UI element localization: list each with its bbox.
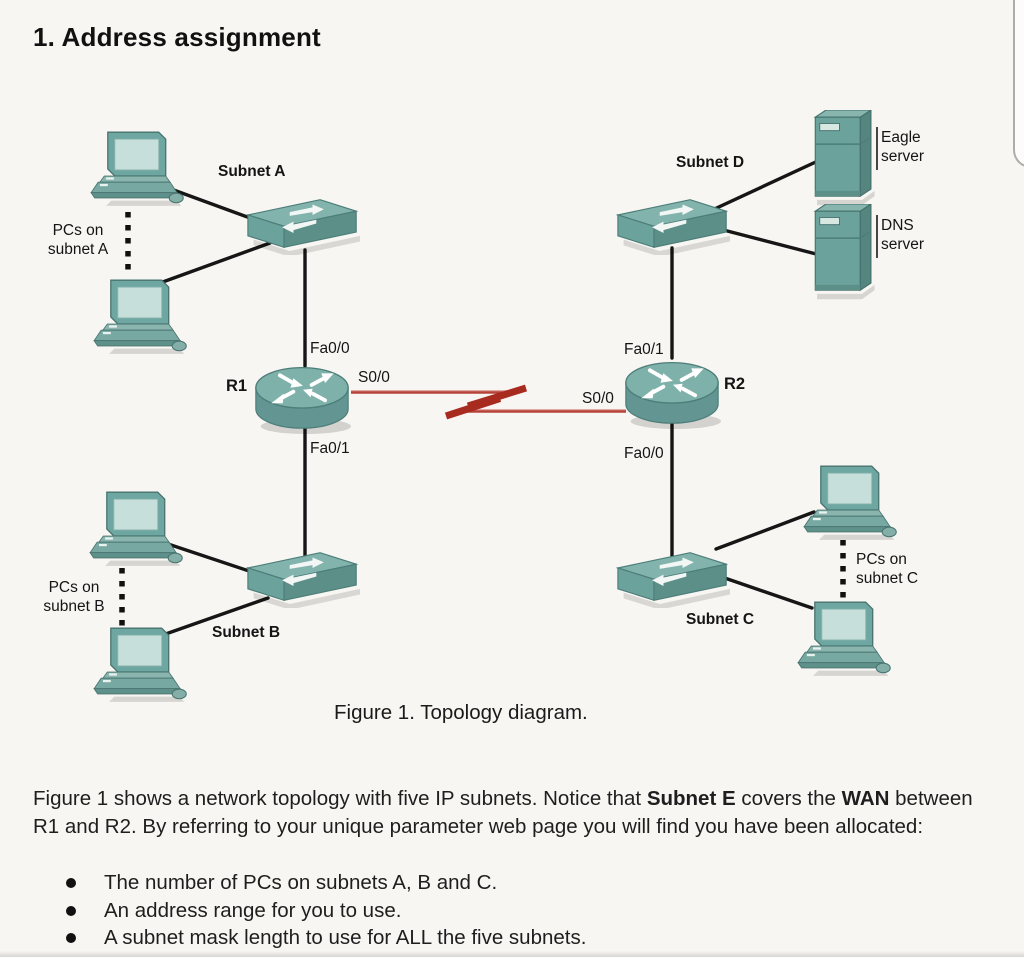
figure-caption: Figure 1. Topology diagram. [334, 701, 588, 724]
subnet-e-bold: Subnet E [646, 787, 736, 810]
subnet-a-label: Subnet A [218, 163, 286, 180]
subnet-b-label: Subnet B [212, 624, 281, 641]
list-item: The number of PCs on subnets A, B and C. [66, 869, 966, 897]
pc-icon-subnet-a-1 [90, 131, 184, 207]
wan-bold: WAN [841, 787, 890, 810]
wan-serial-link [351, 384, 626, 420]
r2-fa00-interface-label: Fa0/0 [624, 445, 664, 462]
router-icon-r2 [623, 360, 722, 431]
r2-fa01-interface-label: Fa0/1 [624, 341, 664, 358]
subnet-d-label: Subnet D [676, 154, 745, 171]
bullet-icon [66, 905, 76, 916]
more-pcs-dotted-lines [119, 212, 846, 632]
eagle-server-label: Eagle server [881, 129, 925, 165]
pc-icon-subnet-c-1 [803, 465, 897, 541]
pc-icon-subnet-a-2 [93, 279, 187, 355]
r1-fa01-interface-label: Fa0/1 [310, 440, 350, 457]
switch-icon-subnet-d [617, 199, 730, 255]
switch-icon-subnet-a [247, 199, 360, 255]
pcs-on-subnet-c-label: PCs on subnet C [856, 551, 919, 587]
router-r1-label: R1 [226, 377, 248, 395]
overlay-card-edge [1013, 0, 1024, 168]
switch-icon-subnet-b [247, 552, 360, 608]
server-icon-dns [814, 204, 876, 300]
switch-icon-subnet-c [617, 552, 730, 608]
topology-diagram [89, 110, 897, 703]
server-icon-eagle [814, 110, 876, 206]
body-paragraph: Figure 1 shows a network topology with f… [33, 787, 973, 838]
page-title: 1. Address assignment [33, 22, 321, 52]
pcs-on-subnet-b-label: PCs on subnet B [43, 579, 105, 615]
pc-icon-subnet-b-1 [89, 491, 183, 567]
subnet-c-label: Subnet C [686, 611, 755, 628]
list-item: A subnet mask length to use for ALL the … [66, 924, 966, 952]
bullet-icon [66, 933, 76, 943]
allocation-bullet-list: The number of PCs on subnets A, B and C.… [66, 869, 966, 952]
ethernet-links [158, 158, 822, 638]
r1-s00-interface-label: S0/0 [358, 369, 390, 386]
pc-icon-subnet-b-2 [93, 627, 187, 703]
pcs-on-subnet-a-label: PCs on subnet A [47, 222, 109, 258]
bullet-icon [66, 878, 76, 888]
list-item: An address range for you to use. [66, 897, 966, 925]
r2-s00-interface-label: S0/0 [582, 390, 614, 407]
dns-server-label: DNS server [881, 217, 925, 253]
router-icon-r1 [253, 365, 352, 436]
pc-icon-subnet-c-2 [797, 601, 891, 677]
r1-fa00-interface-label: Fa0/0 [310, 340, 350, 357]
router-r2-label: R2 [724, 375, 746, 393]
bottom-edge-shade [0, 951, 1024, 957]
lightning-bolt-icon [444, 384, 528, 420]
